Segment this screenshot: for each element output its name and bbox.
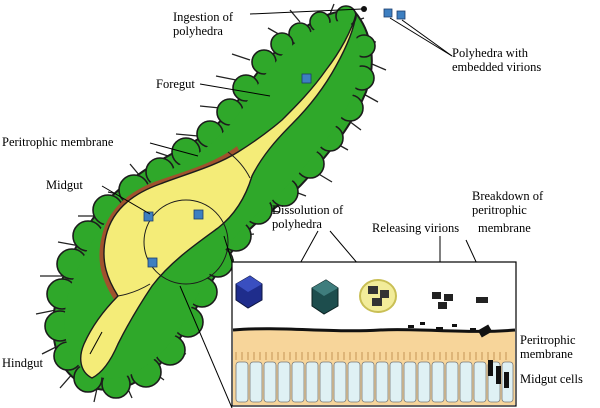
released-virion-bundles <box>432 292 488 309</box>
polyhedron-dissolving <box>311 279 339 315</box>
ingested-polyhedra <box>143 73 312 268</box>
mouth-dot <box>361 6 367 12</box>
membrane-fragments <box>408 322 476 331</box>
label-dissolution: Dissolution of polyhedra <box>272 203 344 231</box>
polyhedron-intact <box>235 275 263 309</box>
label-membrane-word: membrane <box>478 221 531 235</box>
midgut-cell-row <box>235 361 514 403</box>
label-midgut-cells: Midgut cells <box>520 372 583 386</box>
label-peritrophic-membrane: Peritrophic membrane <box>2 135 114 149</box>
label-midgut: Midgut <box>46 178 83 192</box>
label-ingestion: Ingestion of polyhedra <box>173 10 234 38</box>
label-hindgut: Hindgut <box>2 356 43 370</box>
label-peritrophic-membrane-inset: Peritrophic membrane <box>520 333 576 361</box>
label-breakdown: Breakdown of peritrophic <box>472 189 544 217</box>
polyhedron-releasing <box>359 279 397 313</box>
label-foregut: Foregut <box>156 77 195 91</box>
gut-tract <box>80 13 357 379</box>
label-polyhedra-virions: Polyhedra with embedded virions <box>452 46 542 74</box>
zoom-circle <box>143 199 229 285</box>
label-releasing-virions: Releasing virions <box>372 221 460 235</box>
external-polyhedra <box>383 8 406 20</box>
infected-cell-virions <box>488 360 509 388</box>
